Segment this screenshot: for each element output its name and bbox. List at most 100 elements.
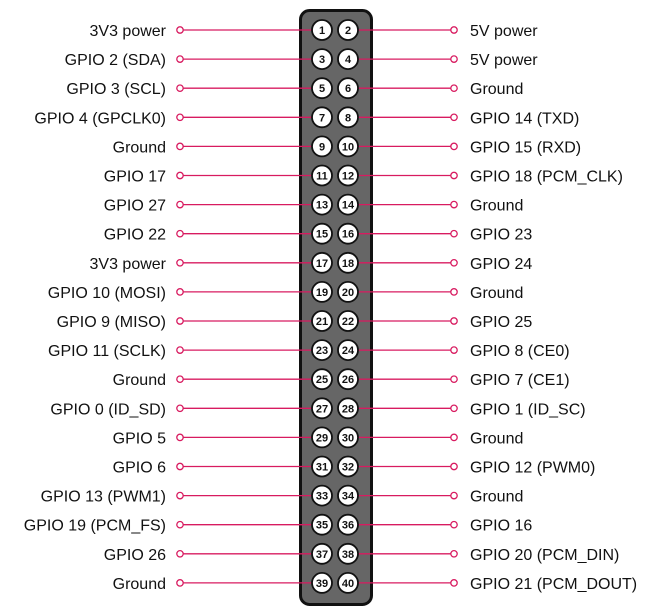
pin-number: 26: [342, 374, 354, 386]
wire-end-dot: [450, 317, 458, 325]
pin-label: Ground: [113, 139, 166, 156]
pin-number: 31: [316, 462, 328, 474]
wire-end-dot: [176, 26, 184, 34]
pin-18: [337, 251, 359, 274]
pin-33: [311, 484, 333, 507]
pin-label: GPIO 11 (SCLK): [48, 343, 166, 360]
pin-number: 10: [342, 141, 354, 153]
pin-number: 34: [342, 491, 355, 503]
pin-label: Ground: [113, 372, 166, 389]
wire-end-dot: [450, 520, 458, 529]
pin-label: GPIO 23: [470, 227, 532, 244]
wire-end-dot: [450, 462, 458, 471]
wire-end-dot: [176, 375, 184, 384]
pin-label: GPIO 9 (MISO): [57, 314, 166, 331]
pin-label: 5V power: [470, 52, 538, 69]
wire-end-dot: [176, 520, 184, 529]
pin-number: 23: [316, 345, 328, 357]
wire-end-dot: [450, 84, 458, 93]
pin-label: GPIO 20 (PCM_DIN): [470, 547, 619, 564]
pin-1: [311, 19, 333, 41]
wire-end-dot: [176, 491, 184, 500]
pin-32: [337, 455, 359, 478]
pin-label: Ground: [470, 285, 523, 302]
pin-label: GPIO 25: [470, 314, 532, 331]
pin-label: GPIO 19 (PCM_FS): [24, 518, 166, 535]
pin-label: GPIO 7 (CE1): [470, 372, 570, 389]
pin-6: [337, 77, 359, 100]
pin-number: 2: [345, 25, 351, 37]
pin-label: GPIO 27: [104, 198, 166, 215]
wire-end-dot: [450, 491, 458, 500]
pin-27: [311, 397, 333, 420]
pin-34: [337, 484, 359, 507]
wire-end-dot: [176, 288, 184, 296]
pin-number: 38: [342, 549, 354, 561]
pin-label: Ground: [470, 489, 523, 506]
wire-end-dot: [176, 579, 184, 587]
gpio-header: [299, 9, 373, 606]
pin-label: GPIO 1 (ID_SC): [470, 401, 586, 418]
pin-label: GPIO 24: [470, 256, 532, 273]
wire-end-dot: [450, 549, 458, 558]
pin-label: 3V3 power: [90, 23, 167, 40]
pin-40: [337, 572, 359, 594]
pin-number: 30: [342, 432, 354, 444]
pin-number: 20: [342, 287, 354, 299]
wire-end-dot: [450, 171, 458, 180]
pin-12: [337, 164, 359, 187]
wire-end-dot: [176, 84, 184, 93]
pin-number: 37: [316, 549, 328, 561]
pin-label: GPIO 0 (ID_SD): [50, 401, 166, 418]
pin-28: [337, 397, 359, 420]
pin-number: 18: [342, 258, 354, 270]
wire-end-dot: [450, 404, 458, 413]
pin-11: [311, 164, 333, 187]
pin-13: [311, 193, 333, 216]
pin-number: 39: [316, 578, 328, 590]
pin-4: [337, 48, 359, 70]
wire-end-dot: [176, 346, 184, 354]
pin-22: [337, 310, 359, 332]
pin-label: GPIO 2 (SDA): [65, 52, 166, 69]
wire-end-dot: [176, 229, 184, 238]
pin-5: [311, 77, 333, 100]
pin-21: [311, 310, 333, 332]
pin-label: GPIO 5: [113, 430, 166, 447]
wire-end-dot: [176, 142, 184, 151]
pin-number: 5: [319, 83, 325, 95]
pin-20: [337, 280, 359, 303]
pin-3: [311, 48, 333, 70]
pin-35: [311, 513, 333, 536]
pin-label: GPIO 22: [104, 227, 166, 244]
pin-label: Ground: [470, 198, 523, 215]
pin-label: GPIO 6: [113, 460, 166, 477]
wire-end-dot: [450, 579, 458, 587]
pin-label: GPIO 8 (CE0): [470, 343, 570, 360]
pin-number: 14: [342, 200, 355, 212]
pin-24: [337, 339, 359, 362]
wire-end-dot: [176, 317, 184, 325]
pin-36: [337, 513, 359, 536]
pin-number: 32: [342, 462, 354, 474]
pin-label: GPIO 15 (RXD): [470, 139, 581, 156]
pin-10: [337, 135, 359, 158]
pin-19: [311, 280, 333, 303]
wire-end-dot: [176, 258, 184, 267]
wire-end-dot: [450, 433, 458, 442]
wire-end-dot: [450, 55, 458, 63]
wire-end-dot: [450, 142, 458, 151]
pin-39: [311, 572, 333, 594]
wire-end-dot: [450, 26, 458, 34]
pin-label: GPIO 18 (PCM_CLK): [470, 169, 623, 186]
wire-end-dot: [176, 462, 184, 471]
pin-number: 6: [345, 83, 351, 95]
pin-17: [311, 251, 333, 274]
pin-label: GPIO 4 (GPCLK0): [34, 110, 166, 127]
pin-number: 19: [316, 287, 328, 299]
pin-number: 16: [342, 229, 354, 241]
pin-30: [337, 426, 359, 449]
pin-38: [337, 542, 359, 565]
pin-number: 4: [345, 54, 352, 66]
pin-number: 15: [316, 229, 328, 241]
